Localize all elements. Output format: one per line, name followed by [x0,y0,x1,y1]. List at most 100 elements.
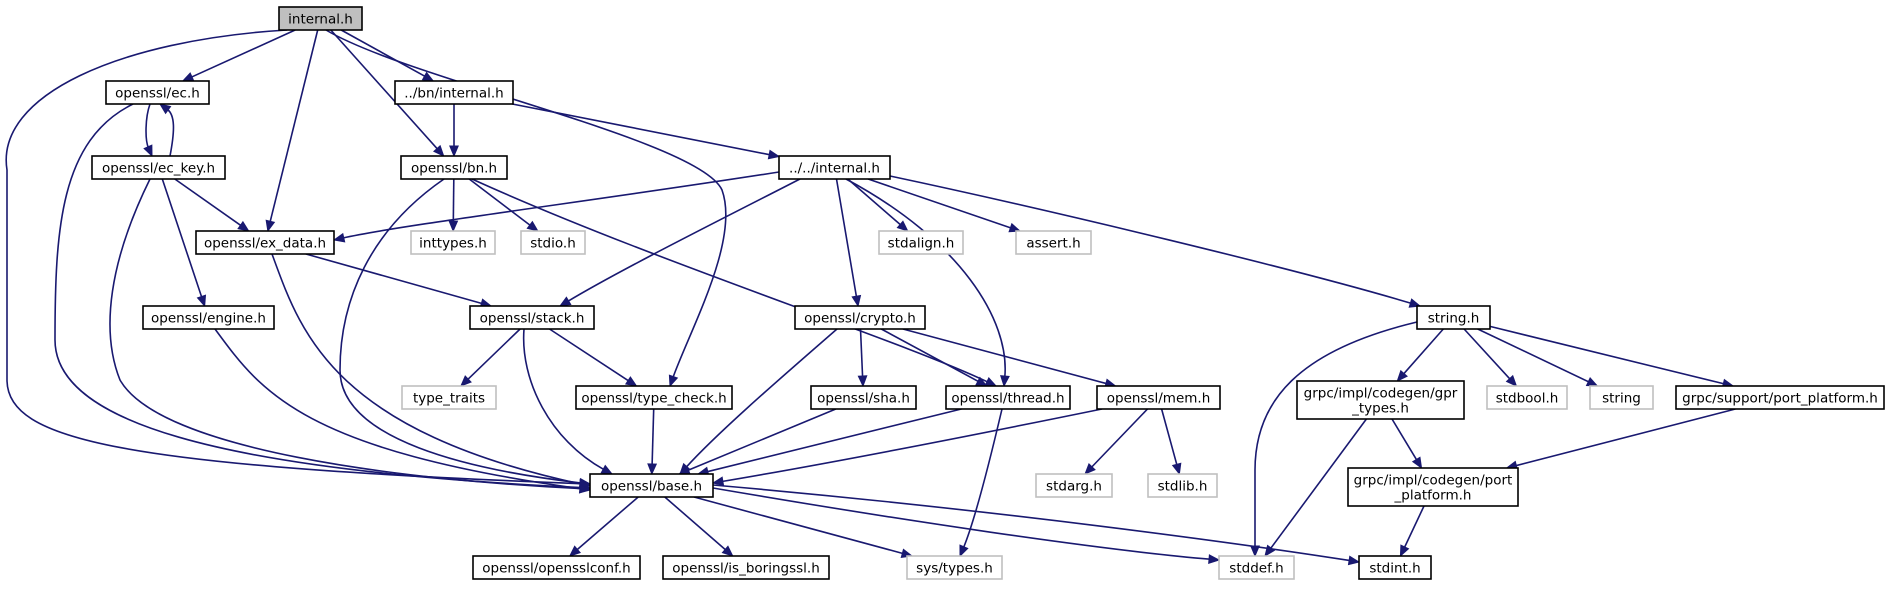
edge-up-internal-h-to-openssl-crypto-h [835,178,862,308]
edge-openssl-thread-h-to-sys-types-h [959,408,1003,558]
node-grpc-gpr-types-h[interactable]: grpc/impl/codegen/gpr_types.h [1296,380,1465,420]
node-openssl-stack-h[interactable]: openssl/stack.h [469,305,595,330]
edge-line [305,253,483,305]
edge-line [847,178,902,226]
node-label: internal.h [288,12,353,28]
node-box [794,305,926,330]
edge-line [190,29,296,79]
node-openssl-sha-h[interactable]: openssl/sha.h [810,385,917,410]
node-openssl-mem-h[interactable]: openssl/mem.h [1096,385,1221,410]
node-box [520,230,586,255]
edge-arrowhead [158,103,172,115]
edge-openssl-base-h-to-stddef-h [712,487,1221,565]
node-label: grpc/support/port_platform.h [1682,391,1878,407]
edge-line [962,408,1003,549]
node-box [472,555,641,580]
dependency-edges [5,29,1736,566]
node-openssl-is-boringssl-h[interactable]: openssl/is_boringssl.h [662,555,830,580]
node-openssl-opensslconf-h[interactable]: openssl/opensslconf.h [472,555,641,580]
edge-arrowhead [896,220,909,232]
edge-openssl-ec-key-h-to-openssl-ex-data-h [174,178,250,232]
edge-line [567,178,801,303]
edge-openssl-ec-key-h-to-openssl-engine-h [161,178,207,308]
node-openssl-ec-key-h[interactable]: openssl/ec_key.h [91,155,226,180]
edge-line [109,178,582,490]
node-label: openssl/bn.h [411,161,497,177]
edge-line [166,108,175,157]
edge-line [340,29,426,78]
edge-line [835,178,858,298]
edge-bn-internal-h-to-openssl-bn-h [449,104,459,158]
node-label: grpc/impl/codegen/gpr [1304,386,1458,402]
node-box [575,385,733,410]
edge-line [880,328,980,383]
edge-arrowhead [433,144,445,157]
node-box [1096,385,1221,410]
edge-line [712,484,1351,562]
edge-arrowhead [578,483,592,494]
node-label: stdarg.h [1046,479,1102,495]
node-label: stdio.h [530,236,576,252]
edge-arrowhead [143,144,153,158]
node-openssl-bn-h[interactable]: openssl/bn.h [400,155,508,180]
node-box [1589,385,1654,410]
node-box [1486,385,1568,410]
node-openssl-engine-h[interactable]: openssl/engine.h [142,305,275,330]
node-box [105,80,210,105]
node-openssl-ex-data-h[interactable]: openssl/ex_data.h [195,230,335,255]
edge-arrowhead [1208,554,1221,565]
edge-line [342,171,780,239]
node-label: openssl/sha.h [817,391,910,407]
node-box [945,385,1071,410]
node-grpc-codegen-port-platform-h[interactable]: grpc/impl/codegen/port_platform.h [1347,467,1519,507]
node-openssl-ec-h[interactable]: openssl/ec.h [105,80,210,105]
edge-arrowhead [851,294,862,308]
node-label: sys/types.h [916,561,993,577]
node-openssl-thread-h[interactable]: openssl/thread.h [945,385,1071,410]
node-box [401,385,497,410]
node-stdint-h[interactable]: stdint.h [1358,555,1432,580]
node-label: type_traits [413,391,485,407]
edge-openssl-base-h-to-openssl-opensslconf-h [568,496,639,557]
edge-up-internal-h-to-openssl-thread-h [845,178,1010,388]
node-openssl-base-h[interactable]: openssl/base.h [589,473,714,498]
node-label: openssl/thread.h [951,391,1064,407]
edge-line [1160,408,1178,466]
node-bn-internal-h[interactable]: ../bn/internal.h [394,80,514,105]
node-label: openssl/engine.h [151,311,266,327]
edge-line [576,496,639,551]
node-label: openssl/type_check.h [581,391,726,407]
edge-string-h-to-grpc-gpr-types-h [1396,328,1444,382]
edge-line [54,103,582,489]
edge-arrowhead [1008,222,1022,233]
edge-openssl-mem-h-to-openssl-base-h [711,408,1103,487]
edge-up-internal-h-to-string-h [889,175,1422,308]
edge-openssl-ec-h-to-openssl-ec-key-h [143,103,153,158]
edge-line [867,178,1012,229]
node-openssl-crypto-h[interactable]: openssl/crypto.h [794,305,926,330]
edge-line [687,408,837,472]
node-grpc-support-port-platform-h[interactable]: grpc/support/port_platform.h [1675,385,1885,410]
edge-internal-h-to-openssl-type-check-h [325,29,727,388]
edge-line [452,178,455,223]
node-label: openssl/ec.h [115,86,200,102]
node-label: string [1602,391,1641,407]
edge-line [1391,418,1418,461]
edge-openssl-crypto-h-to-openssl-sha-h [857,328,868,388]
node-assert-h: assert.h [1015,230,1092,255]
node-label: inttypes.h [419,236,487,252]
node-internal-h[interactable]: internal.h [278,6,363,31]
node-label: stdlib.h [1158,479,1208,495]
edge-line [1477,328,1590,383]
edge-arrowhead [1084,462,1096,475]
edge-line [859,328,864,378]
header-nodes: internal.h openssl/ec.h ../bn/internal.h op… [91,6,1885,580]
edge-arrowhead [1408,298,1422,308]
node-string-h[interactable]: string.h [1416,305,1491,330]
edge-line [522,328,605,471]
node-openssl-type-check-h[interactable]: openssl/type_check.h [575,385,733,410]
edge-line [339,178,582,484]
node-up-internal-h[interactable]: ../../internal.h [778,155,891,180]
node-box [1218,555,1295,580]
